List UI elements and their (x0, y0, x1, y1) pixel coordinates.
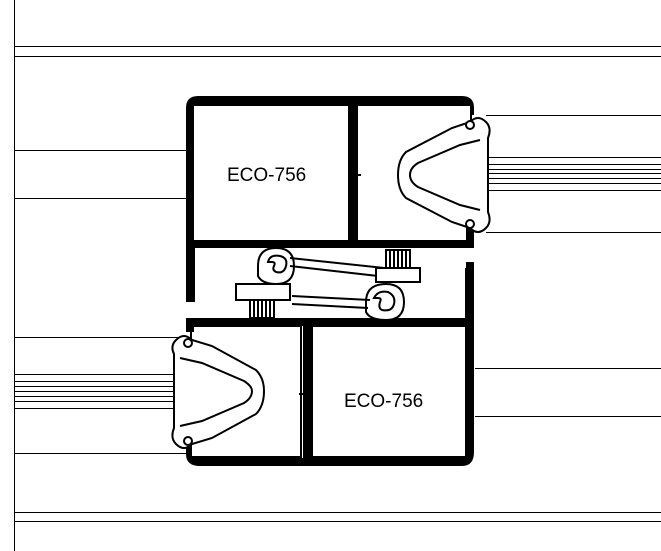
lower-left-lip (186, 318, 194, 332)
interlock-rail-bottom (291, 295, 371, 301)
interlock-rail-top (289, 257, 385, 269)
profile-label-upper: ECO-756 (227, 165, 306, 186)
adjacent-lines (14, 115, 661, 454)
upper-web (349, 104, 357, 244)
lower-chamber-right (311, 325, 467, 458)
profile-label-lower: ECO-756 (344, 391, 423, 412)
interlock-assembly (235, 246, 421, 322)
lower-top-wall (186, 318, 474, 326)
upper-right-lip (466, 225, 474, 247)
lower-web (303, 324, 311, 460)
interlock-rail-top-2 (289, 265, 379, 277)
lower-glazing-gasket (171, 335, 266, 449)
upper-glazing-gasket (396, 117, 491, 233)
weather-seal-left-clip (235, 283, 291, 301)
upper-bottom-wall (186, 240, 474, 248)
interlock-rail-bottom-2 (291, 303, 369, 309)
weather-seal-right-clip (375, 267, 421, 283)
frame-lines (14, 0, 661, 551)
